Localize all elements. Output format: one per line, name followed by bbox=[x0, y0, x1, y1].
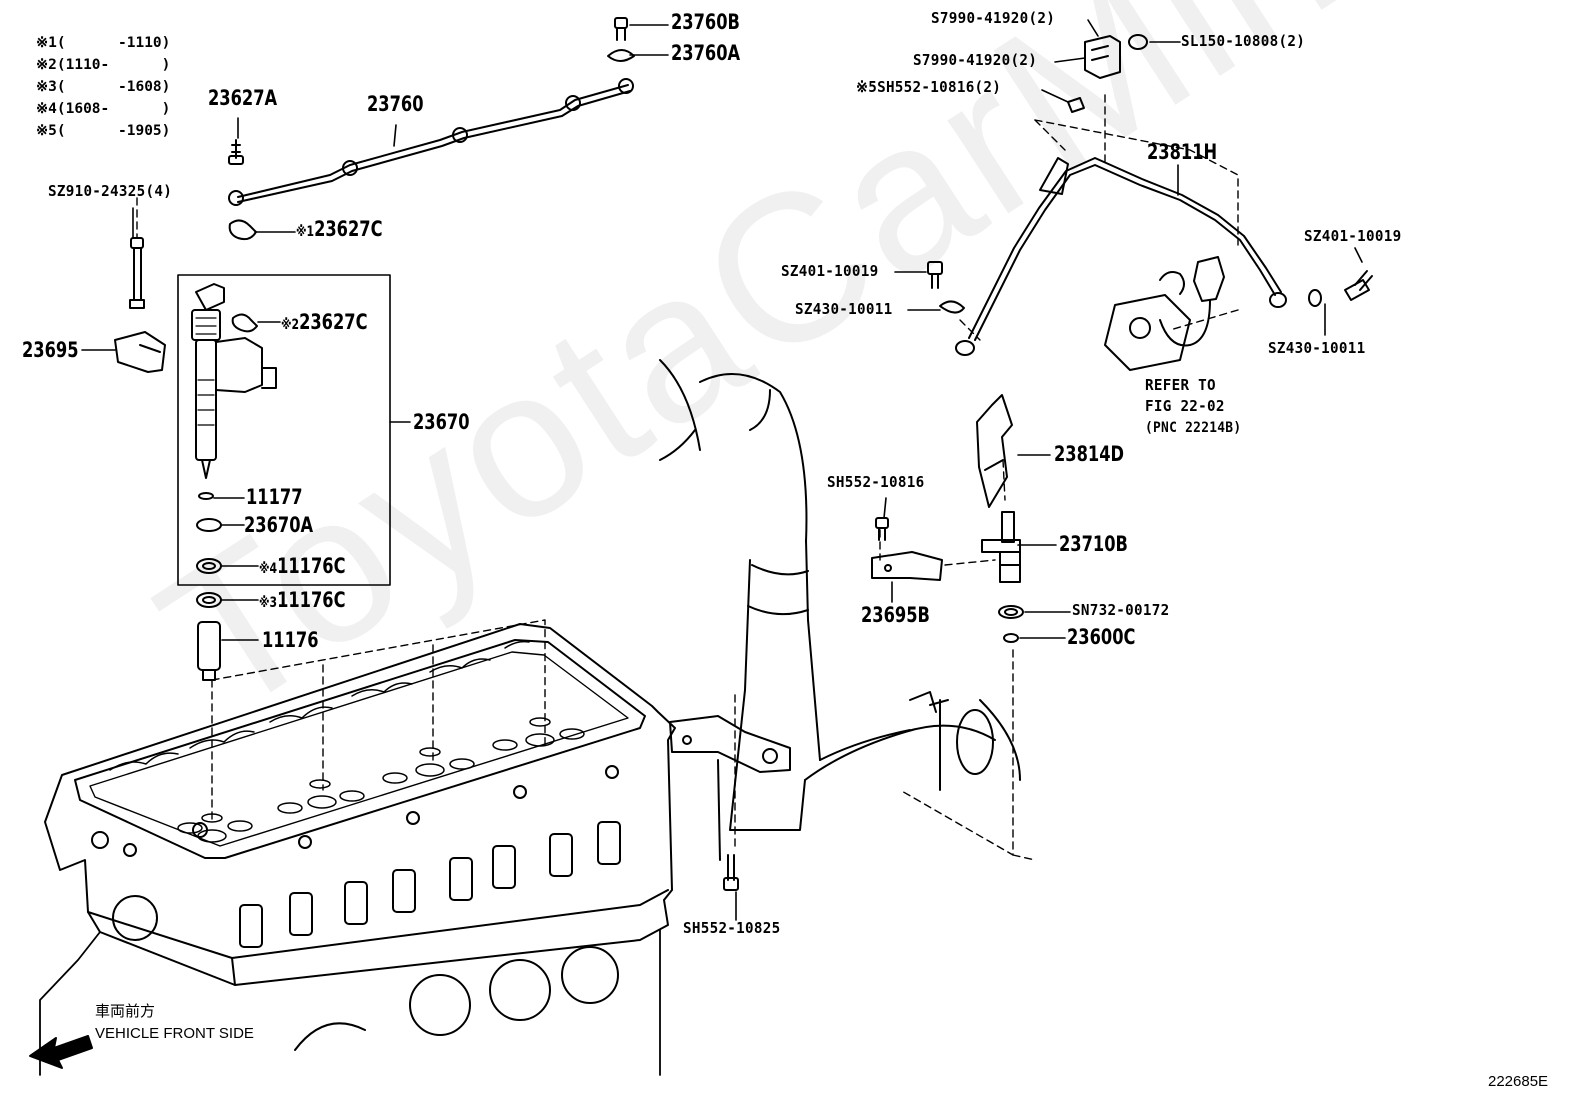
part-23670[interactable]: 23670 bbox=[413, 410, 470, 434]
part-S7990-41920-b[interactable]: S7990-41920(2) bbox=[913, 51, 1038, 69]
part-SN732-00172[interactable]: SN732-00172 bbox=[1072, 601, 1170, 619]
dash-lines-injectors bbox=[136, 197, 546, 821]
part-11176C-4[interactable]: ※411176C bbox=[259, 554, 346, 578]
front-label-jp: 車両前方 bbox=[95, 1003, 156, 1020]
part-SZ910-24325[interactable]: SZ910-24325(4) bbox=[48, 182, 173, 200]
note-3: ※3( -1608) bbox=[36, 79, 171, 95]
injector-seat-parts bbox=[114, 237, 222, 681]
part-23627A[interactable]: 23627A bbox=[208, 86, 278, 110]
part-11176[interactable]: 11176 bbox=[262, 628, 319, 652]
part-23760[interactable]: 23760 bbox=[367, 92, 424, 116]
note-1: ※1( -1110) bbox=[36, 35, 171, 51]
part-SH552-10816-5[interactable]: ※5SH552-10816(2) bbox=[856, 78, 1002, 96]
part-SZ430-10011-right[interactable]: SZ430-10011 bbox=[1268, 339, 1366, 357]
part-23627C-1[interactable]: ※123627C bbox=[296, 217, 383, 241]
cylinder-head bbox=[39, 623, 676, 1076]
front-arrow-icon bbox=[29, 1035, 93, 1069]
refer-line-1: REFER TO bbox=[1145, 376, 1216, 394]
part-SZ401-10019-left[interactable]: SZ401-10019 bbox=[781, 262, 879, 280]
part-S7990-41920-a[interactable]: S7990-41920(2) bbox=[931, 9, 1056, 27]
refer-line-2[interactable]: FIG 22-02 bbox=[1145, 397, 1225, 415]
part-23670A[interactable]: 23670A bbox=[244, 513, 314, 537]
part-SZ430-10011-left[interactable]: SZ430-10011 bbox=[795, 300, 893, 318]
note-4: ※4(1608- ) bbox=[36, 101, 171, 117]
front-label-en: VEHICLE FRONT SIDE bbox=[95, 1025, 254, 1042]
part-23811H[interactable]: 23811H bbox=[1147, 140, 1218, 164]
part-11176C-3[interactable]: ※311176C bbox=[259, 588, 346, 612]
part-23760B[interactable]: 23760B bbox=[671, 10, 740, 34]
figure-code: 222685E bbox=[1488, 1073, 1549, 1090]
part-23627C-2[interactable]: ※223627C bbox=[281, 310, 368, 334]
part-23695B[interactable]: 23695B bbox=[861, 603, 930, 627]
part-23760A[interactable]: 23760A bbox=[671, 41, 741, 65]
injector-box bbox=[177, 274, 391, 586]
note-2: ※2(1110- ) bbox=[36, 57, 171, 73]
sensor-parts-right bbox=[723, 261, 1373, 891]
harness-23811H bbox=[955, 34, 1287, 371]
part-SH552-10825[interactable]: SH552-10825 bbox=[683, 919, 781, 937]
leakoff-pipe-23760 bbox=[228, 17, 635, 241]
part-SL150-10808[interactable]: SL150-10808(2) bbox=[1181, 32, 1306, 50]
note-5: ※5( -1905) bbox=[36, 123, 171, 139]
part-23814D[interactable]: 23814D bbox=[1054, 442, 1125, 466]
part-SH552-10816[interactable]: SH552-10816 bbox=[827, 473, 925, 491]
leader-lines bbox=[81, 19, 1363, 921]
part-23710B[interactable]: 23710B bbox=[1059, 532, 1128, 556]
dash-lines-right bbox=[734, 94, 1239, 861]
intake-pipe bbox=[659, 359, 1021, 861]
refer-line-3: (PNC 22214B) bbox=[1145, 420, 1242, 436]
part-11177[interactable]: 11177 bbox=[246, 485, 303, 509]
part-23695[interactable]: 23695 bbox=[22, 338, 79, 362]
part-23600C[interactable]: 23600C bbox=[1067, 625, 1136, 649]
part-SZ401-10019-right[interactable]: SZ401-10019 bbox=[1304, 227, 1402, 245]
